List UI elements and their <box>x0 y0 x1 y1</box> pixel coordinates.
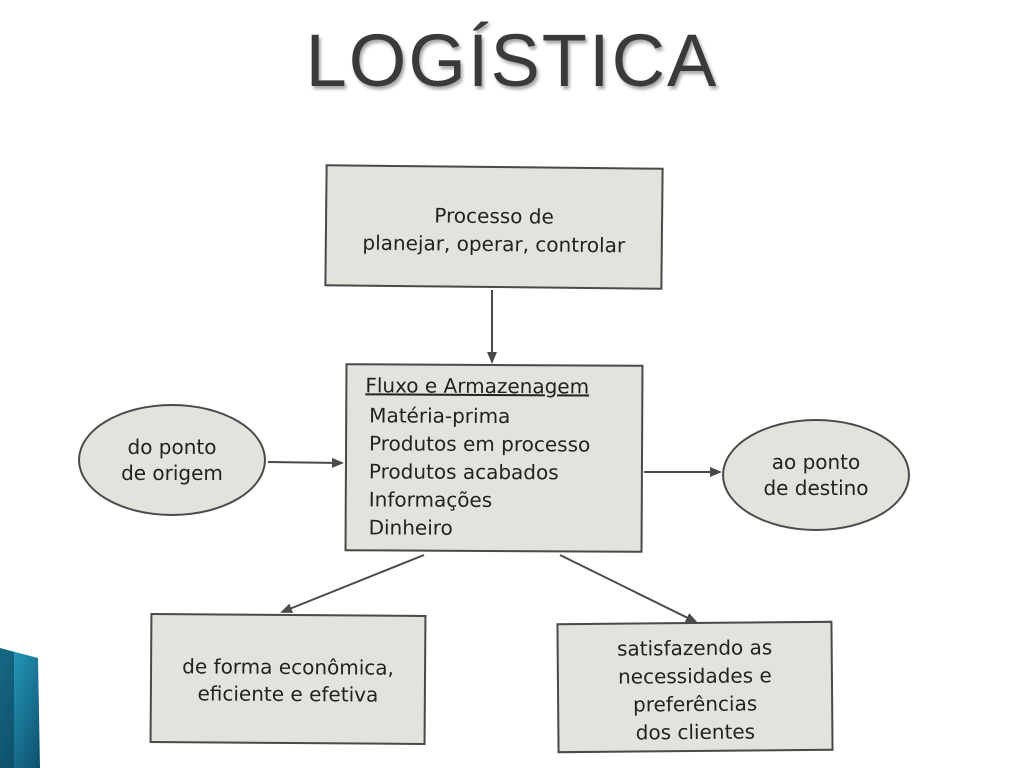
customer-line-3: preferências <box>632 691 758 717</box>
arrow-center-to-bottom-left <box>280 554 425 613</box>
efficiency-line-1: de forma econômica, <box>182 654 395 680</box>
process-box: Processo de planejar, operar, controlar <box>324 164 664 290</box>
efficiency-box: de forma econômica, eficiente e efetiva <box>149 613 427 745</box>
process-line-2: planejar, operar, controlar <box>362 230 626 258</box>
flow-storage-heading: Fluxo e Armazenagem <box>365 373 590 399</box>
origin-ellipse: do ponto de origem <box>78 404 266 516</box>
destination-line-2: de destino <box>763 476 869 500</box>
destination-line-1: ao ponto <box>771 450 861 474</box>
arrow-left-to-center <box>267 457 344 468</box>
efficiency-line-2: eficiente e efetiva <box>197 681 379 707</box>
customer-line-4: dos clientes <box>635 719 756 745</box>
flow-storage-box: Fluxo e Armazenagem Matéria-prima Produt… <box>344 363 644 553</box>
customer-line-1: satisfazendo as <box>616 635 773 661</box>
flow-item: Produtos acabados <box>368 459 559 485</box>
destination-ellipse: ao ponto de destino <box>722 419 910 531</box>
flow-item: Informações <box>368 487 493 512</box>
flow-item: Matéria-prima <box>369 403 511 429</box>
process-line-1: Processo de <box>434 203 554 229</box>
arrow-center-to-bottom-right <box>559 554 698 623</box>
flow-item: Produtos em processo <box>369 431 591 457</box>
origin-line-1: do ponto <box>127 435 217 459</box>
flow-item: Dinheiro <box>368 515 453 540</box>
customer-line-2: necessidades e <box>617 663 772 689</box>
slide-title: LOGÍSTICA <box>305 19 719 102</box>
origin-line-2: de origem <box>121 461 223 485</box>
customer-needs-box: satisfazendo as necessidades e preferênc… <box>556 620 834 754</box>
